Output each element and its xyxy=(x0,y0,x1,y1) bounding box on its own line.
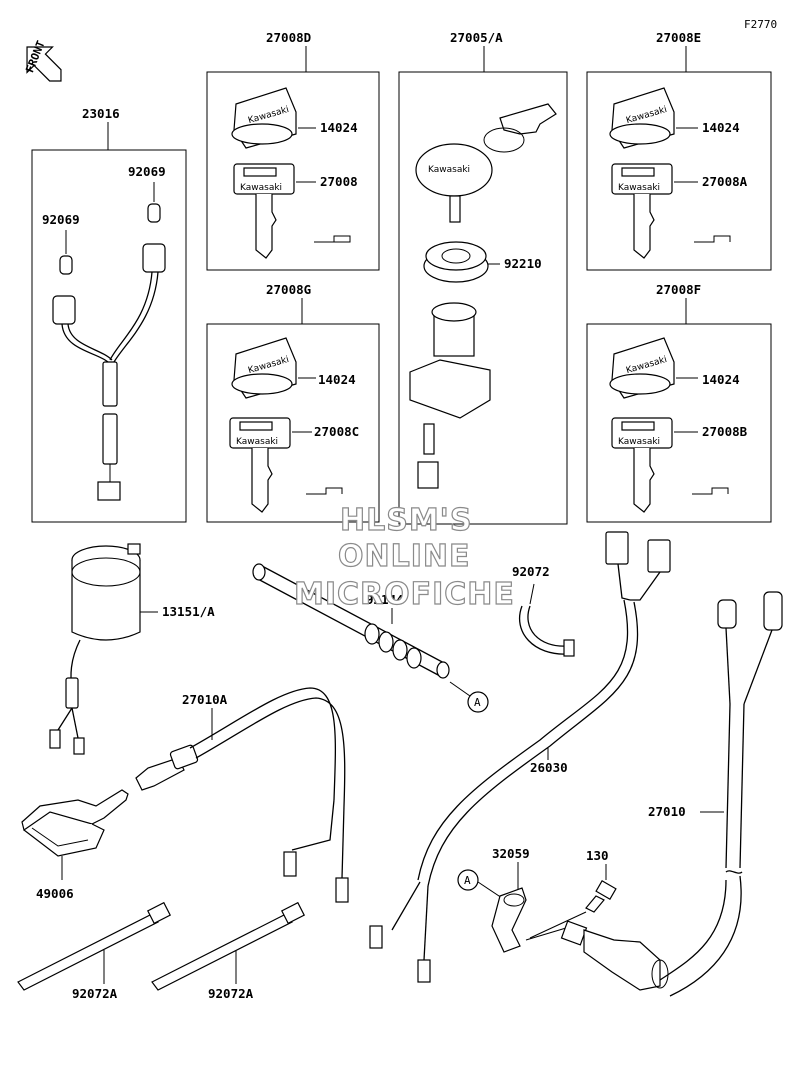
svg-text:A: A xyxy=(464,874,471,887)
label-92069-top: 92069 xyxy=(128,164,166,179)
key-27008B: Kawasaki xyxy=(611,417,673,513)
terminal-cap-top xyxy=(147,203,161,223)
svg-text:A: A xyxy=(474,696,481,709)
neutral-switch xyxy=(525,911,669,991)
label-92069-left: 92069 xyxy=(42,212,80,227)
label-27005A: 27005/A xyxy=(450,30,503,45)
label-92144: 92144 xyxy=(366,592,404,607)
label-27008A: 27008A xyxy=(702,174,748,189)
label-13151A: 13151/A xyxy=(162,604,215,619)
label-27010: 27010 xyxy=(648,804,686,819)
harness-23016 xyxy=(52,243,166,501)
box-27005A xyxy=(398,71,568,525)
bracket-32059 xyxy=(491,887,527,953)
label-14024-D: 14024 xyxy=(320,120,358,135)
svg-text:Kawasaki: Kawasaki xyxy=(240,183,282,193)
key-code-mark-F xyxy=(692,487,729,495)
key-cover-27008E: Kawasaki xyxy=(609,87,675,149)
label-27008B: 27008B xyxy=(702,424,748,439)
label-27008F: 27008F xyxy=(656,282,701,297)
key-code-mark-G xyxy=(306,487,343,495)
watermark: HLSM'S ONLINE MICROFICHE xyxy=(293,502,515,612)
cable-tie-92072A-2 xyxy=(151,901,306,991)
box-23016 xyxy=(31,149,187,523)
label-27008C: 27008C xyxy=(314,424,359,439)
label-32059: 32059 xyxy=(492,846,530,861)
key-27008: Kawasaki xyxy=(233,163,295,259)
box-27008D xyxy=(206,71,380,271)
label-27010A: 27010A xyxy=(182,692,228,707)
ignition-switch-body xyxy=(409,302,491,489)
svg-text:ONLINE: ONLINE xyxy=(338,539,471,574)
key-cover-27008G: Kawasaki xyxy=(231,337,297,399)
label-92072A-1: 92072A xyxy=(72,986,118,1001)
cap-13151A xyxy=(49,543,141,755)
svg-text:HLSM'S: HLSM'S xyxy=(340,503,472,538)
label-14024-G: 14024 xyxy=(318,372,356,387)
ignition-key-27005A: Kawasaki xyxy=(415,103,557,223)
svg-text:Kawasaki: Kawasaki xyxy=(428,165,470,175)
label-27008: 27008 xyxy=(320,174,358,189)
terminal-cap-left xyxy=(59,255,73,275)
figure-code: F2770 xyxy=(744,18,777,31)
label-27008D: 27008D xyxy=(266,30,311,45)
box-27008E xyxy=(586,71,772,271)
label-27008G: 27008G xyxy=(266,282,311,297)
key-code-mark-D xyxy=(314,235,351,243)
label-49006: 49006 xyxy=(36,886,74,901)
harness-26030 xyxy=(369,531,671,983)
label-23016: 23016 xyxy=(82,106,120,121)
svg-text:Kawasaki: Kawasaki xyxy=(618,437,660,447)
boot-49006 xyxy=(21,789,129,857)
box-27008F xyxy=(586,323,772,523)
bolt-130 xyxy=(585,879,617,913)
key-cover-27008D: Kawasaki xyxy=(231,87,297,149)
front-arrow-icon: FRONT xyxy=(23,39,62,82)
ref-marker-a-top xyxy=(467,691,489,713)
label-130: 130 xyxy=(586,848,609,863)
harness-27010 xyxy=(659,591,783,997)
tube-92144 xyxy=(252,563,450,679)
ref-marker-a-bottom xyxy=(457,869,479,891)
harness-27010A xyxy=(135,687,349,903)
key-27008A: Kawasaki xyxy=(611,163,673,259)
svg-text:Kawasaki: Kawasaki xyxy=(236,437,278,447)
key-cover-27008F: Kawasaki xyxy=(609,337,675,399)
band-92072 xyxy=(519,605,575,657)
label-26030: 26030 xyxy=(530,760,568,775)
key-27008C: Kawasaki xyxy=(229,417,291,513)
label-92072A-2: 92072A xyxy=(208,986,254,1001)
box-27008G xyxy=(206,323,380,523)
svg-text:MICROFICHE: MICROFICHE xyxy=(294,577,515,612)
nut-92210 xyxy=(423,241,489,283)
label-27008E: 27008E xyxy=(656,30,701,45)
label-14024-E: 14024 xyxy=(702,120,740,135)
key-code-mark-E xyxy=(694,235,731,243)
cable-tie-92072A-1 xyxy=(17,901,172,991)
label-92210: 92210 xyxy=(504,256,542,271)
label-92072: 92072 xyxy=(512,564,550,579)
label-14024-F: 14024 xyxy=(702,372,740,387)
svg-text:Kawasaki: Kawasaki xyxy=(618,183,660,193)
